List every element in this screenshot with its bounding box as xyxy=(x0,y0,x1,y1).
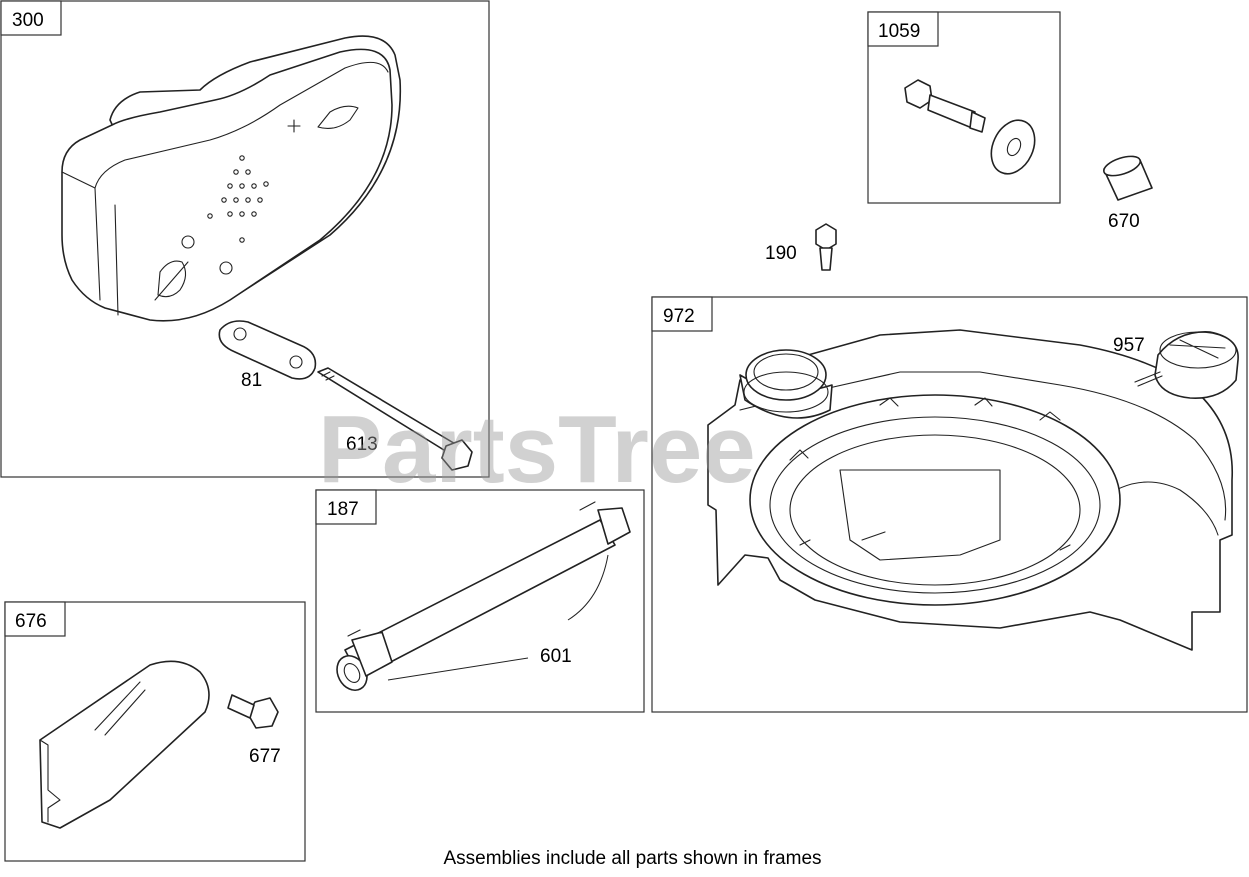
watermark: PartsTree xyxy=(318,396,756,503)
muffler-part[interactable] xyxy=(61,35,402,322)
part-187-fuel-line[interactable] xyxy=(331,519,616,695)
muffler-perforation xyxy=(181,155,269,275)
callout-81: 81 xyxy=(241,370,262,391)
part-190-screw[interactable] xyxy=(815,223,837,271)
part-670-bushing[interactable] xyxy=(1101,153,1153,201)
frame-676: 676 xyxy=(4,601,306,862)
part-972-blower-housing[interactable] xyxy=(707,329,1234,651)
frame-300: 300 xyxy=(0,0,490,478)
part-601-clamp-lower[interactable] xyxy=(347,629,393,677)
callout-601: 601 xyxy=(540,646,572,667)
part-676-shield[interactable] xyxy=(39,660,210,829)
frame-1059: 1059 xyxy=(867,11,1061,204)
callout-670: 670 xyxy=(1108,211,1140,232)
frame-972-label: 972 xyxy=(663,306,695,327)
part-81-plate[interactable] xyxy=(218,320,317,380)
callout-677: 677 xyxy=(249,746,281,767)
callout-613: 613 xyxy=(346,434,378,455)
part-1059-washer[interactable] xyxy=(983,113,1043,181)
frame-300-label: 300 xyxy=(12,10,44,31)
frame-187: 187 xyxy=(315,489,645,713)
frame-187-label: 187 xyxy=(327,499,359,520)
part-613-bolt[interactable] xyxy=(317,367,473,471)
part-957-fuel-cap[interactable] xyxy=(1134,331,1239,399)
callout-190: 190 xyxy=(765,243,797,264)
frame-1059-label: 1059 xyxy=(878,21,920,42)
frame-972: 972 xyxy=(651,296,1248,713)
frame-676-label: 676 xyxy=(15,611,47,632)
part-1059-bolt[interactable] xyxy=(904,79,986,133)
callout-957: 957 xyxy=(1113,335,1145,356)
footnote: Assemblies include all parts shown in fr… xyxy=(443,848,822,869)
part-677-screw[interactable] xyxy=(227,694,279,729)
part-601-clamp-upper[interactable] xyxy=(579,501,631,545)
